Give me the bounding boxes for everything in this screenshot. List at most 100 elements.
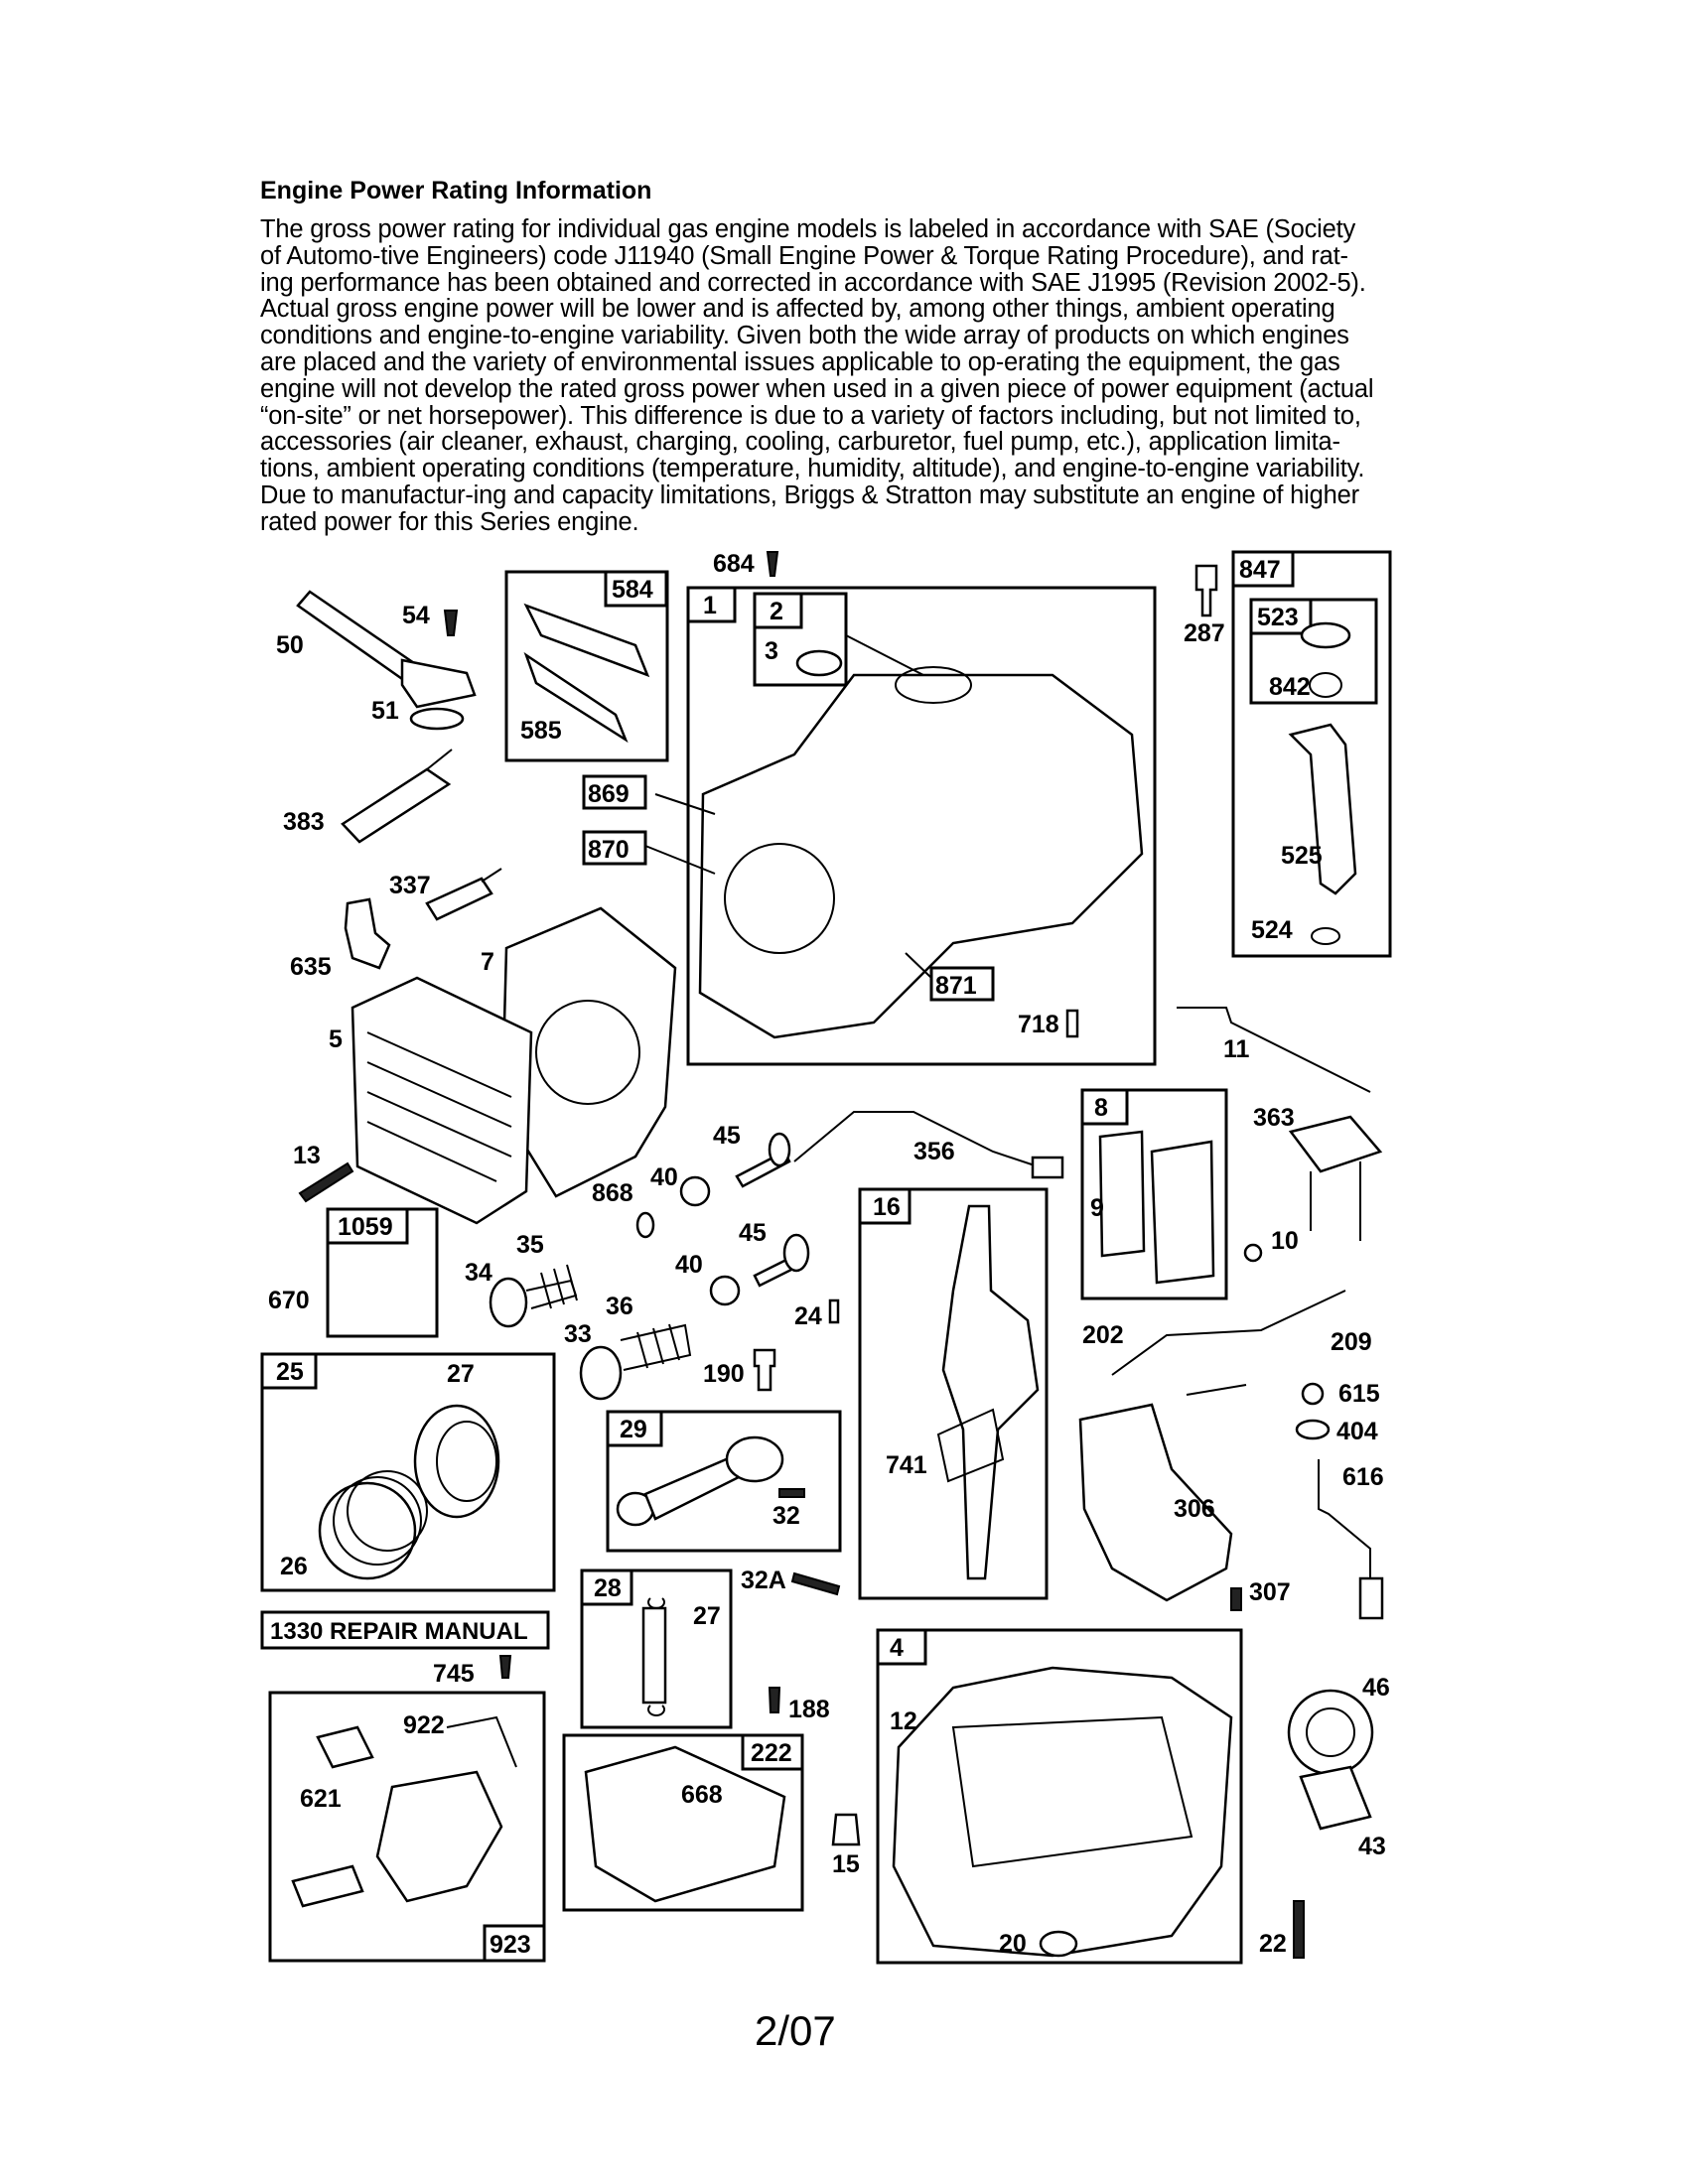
frame-222 [562,1733,804,1912]
wire-356-connector [1031,1156,1064,1179]
clip-27-top [647,1597,665,1609]
valve-33 [579,1345,623,1401]
label-25: 25 [276,1358,304,1386]
screw-684 [766,551,779,577]
seal-868 [635,1211,655,1239]
frame-28 [580,1569,733,1729]
label-12: 12 [890,1707,917,1735]
label-202: 202 [1082,1321,1124,1349]
label-847: 847 [1239,556,1281,584]
frame-847 [1231,550,1392,958]
seal-20 [1039,1930,1078,1958]
label-923: 923 [490,1931,531,1959]
cylinder-head-fins [366,1031,512,1182]
tag-box-16 [858,1187,912,1225]
bolt-32 [778,1488,805,1498]
frame-523 [1249,598,1378,705]
label-383: 383 [283,808,325,836]
piston-rings-26 [318,1481,417,1580]
label-46: 46 [1362,1674,1390,1702]
shaft-616-end [1358,1576,1384,1620]
label-741: 741 [886,1451,927,1479]
label-1: 1 [703,592,717,619]
valve-45b-head [782,1233,810,1273]
gasket-8 [1150,1140,1215,1285]
label-2: 2 [770,598,783,625]
seal-3 [795,649,843,677]
dipstick-tube-525 [1288,723,1357,895]
leader-869 [654,793,716,815]
label-24: 24 [794,1302,822,1330]
o-ring-842 [1309,672,1342,698]
leader-870 [644,845,716,875]
label-585: 585 [520,717,562,745]
retainer-40b [709,1275,741,1306]
label-40a: 40 [650,1163,678,1191]
label-15: 15 [832,1850,860,1878]
label-523: 523 [1257,604,1299,631]
cylinder-bore [724,843,835,954]
washer-404 [1295,1419,1331,1440]
o-ring-524 [1311,927,1340,945]
cylinder-block-1 [698,673,1144,1039]
label-4: 4 [890,1634,904,1662]
breather-tube-50 [296,590,419,683]
paragraph-line: “on-site” or net horsepower). This diffe… [260,401,1361,430]
label-868: 868 [592,1179,633,1207]
tag-box-923 [483,1924,546,1963]
pin-24 [828,1298,840,1324]
label-870: 870 [588,836,630,864]
label-621: 621 [300,1785,342,1813]
label-9: 9 [1090,1194,1104,1222]
label-584: 584 [612,576,653,604]
label-54: 54 [402,602,430,629]
rod-11 [1177,1007,1371,1093]
bolt-13 [298,1161,354,1203]
part-labels: 684 1 2 3 584 585 50 54 51 383 337 635 8… [268,550,1390,1959]
screw-190 [753,1348,776,1392]
paragraph-line: engine will not develop the rated gross … [260,374,1374,403]
label-8: 8 [1094,1094,1108,1122]
label-20: 20 [999,1930,1027,1958]
con-rod-big-end [725,1435,784,1483]
label-842: 842 [1269,673,1311,701]
paragraph-line: conditions and engine-to-engine variabil… [260,322,1349,350]
label-43: 43 [1358,1833,1386,1860]
screw-188 [768,1687,781,1713]
control-923 [375,1770,503,1903]
cylinder-head-5 [351,976,533,1225]
label-363: 363 [1253,1104,1295,1132]
tag-box-869 [582,774,647,810]
label-11: 11 [1223,1035,1250,1063]
spark-plug-tip [481,868,502,883]
label-45b: 45 [739,1219,767,1247]
page-number: 2/07 [755,2007,836,2054]
frame-16 [858,1187,1049,1600]
label-356: 356 [913,1138,955,1165]
label-222: 222 [751,1739,792,1767]
part-383-rod [426,749,453,770]
spring-36 [620,1323,692,1371]
label-1059: 1059 [338,1213,393,1241]
dipstick-cap [1300,621,1351,649]
section-heading: Engine Power Rating Information [260,177,652,205]
block-bearing-boss [895,666,972,704]
link-202-209 [1111,1290,1346,1376]
shaft-616 [1318,1459,1371,1608]
wire-356 [793,1111,1053,1172]
label-32: 32 [772,1502,800,1530]
label-188: 188 [788,1696,830,1723]
part-drawings [291,551,1384,1959]
sump-4 [892,1666,1233,1958]
label-871: 871 [935,972,977,1000]
label-209: 209 [1331,1328,1372,1356]
label-5: 5 [329,1025,343,1053]
label-13: 13 [293,1142,321,1169]
label-670: 670 [268,1287,310,1314]
valve-45a-head [768,1132,791,1167]
label-635: 635 [290,953,332,981]
bracket-222 [584,1745,786,1903]
washer-615 [1301,1382,1325,1406]
frame-4-sump [876,1628,1243,1965]
retainer-40a [679,1175,711,1207]
